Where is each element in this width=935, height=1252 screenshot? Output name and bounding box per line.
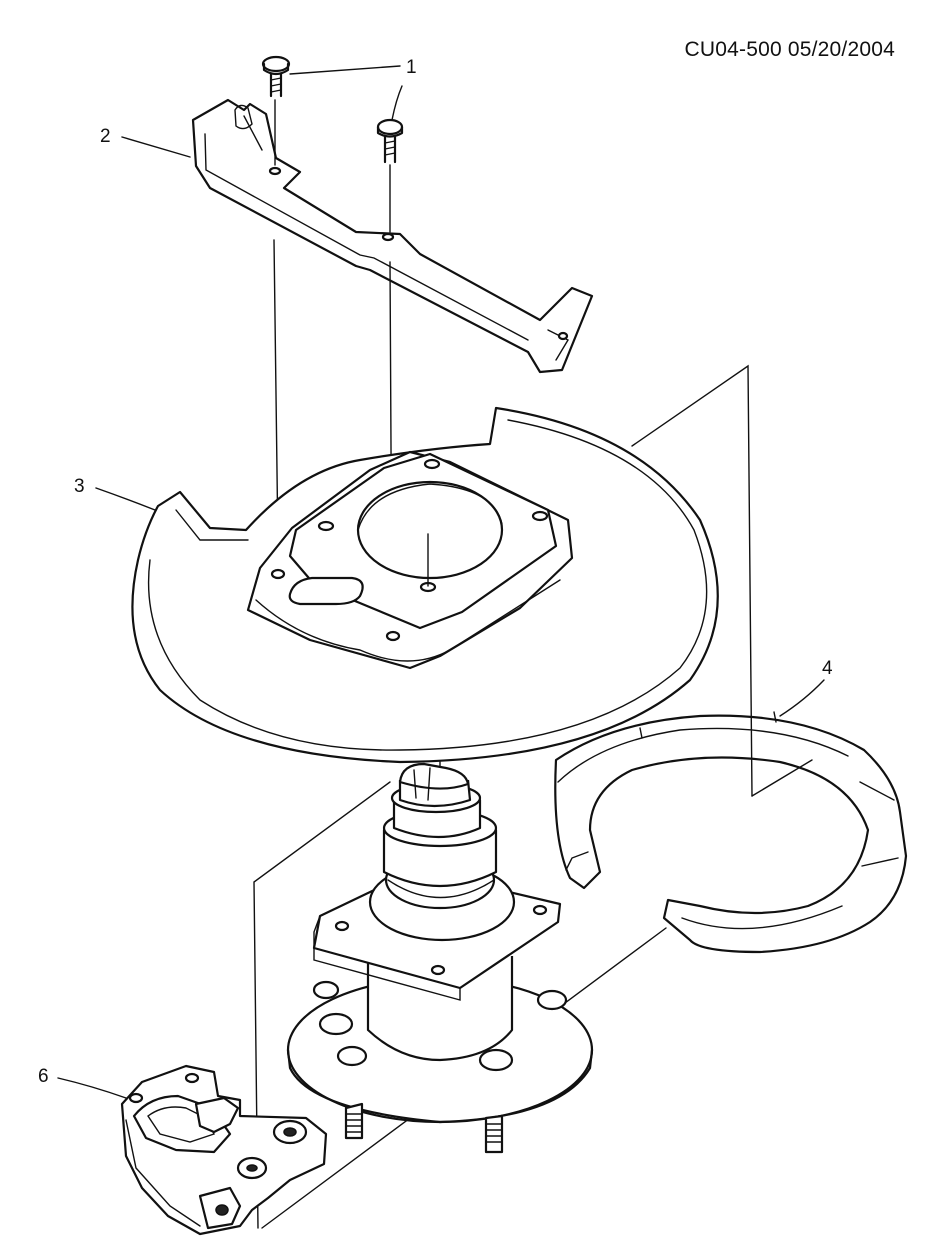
screw-1a	[261, 55, 291, 98]
hub-bearing	[286, 762, 594, 1154]
alignment-line-1	[273, 239, 279, 549]
brake-shoe	[554, 711, 908, 954]
leader-hub-left	[253, 781, 391, 1229]
callout-3: 3	[74, 476, 161, 513]
callout-number-1: 1	[406, 57, 417, 78]
bracket	[191, 98, 594, 374]
document-code: CU04-500 05/20/2004	[684, 38, 895, 61]
callout-number-4: 4	[822, 658, 833, 679]
callout-4: 4	[779, 658, 833, 717]
leader-shoe-inner	[751, 759, 813, 797]
callout-number-2: 2	[100, 126, 111, 147]
backing-plate	[131, 406, 719, 764]
caliper-assembly	[120, 1064, 328, 1236]
callout-6: 6	[38, 1066, 127, 1099]
leader-plate-shoe	[631, 364, 753, 797]
callout-1: 1	[289, 57, 417, 121]
callout-2: 2	[100, 126, 191, 158]
callout-number-6: 6	[38, 1066, 49, 1087]
callout-number-3: 3	[74, 476, 85, 497]
screw-1b	[376, 118, 404, 164]
